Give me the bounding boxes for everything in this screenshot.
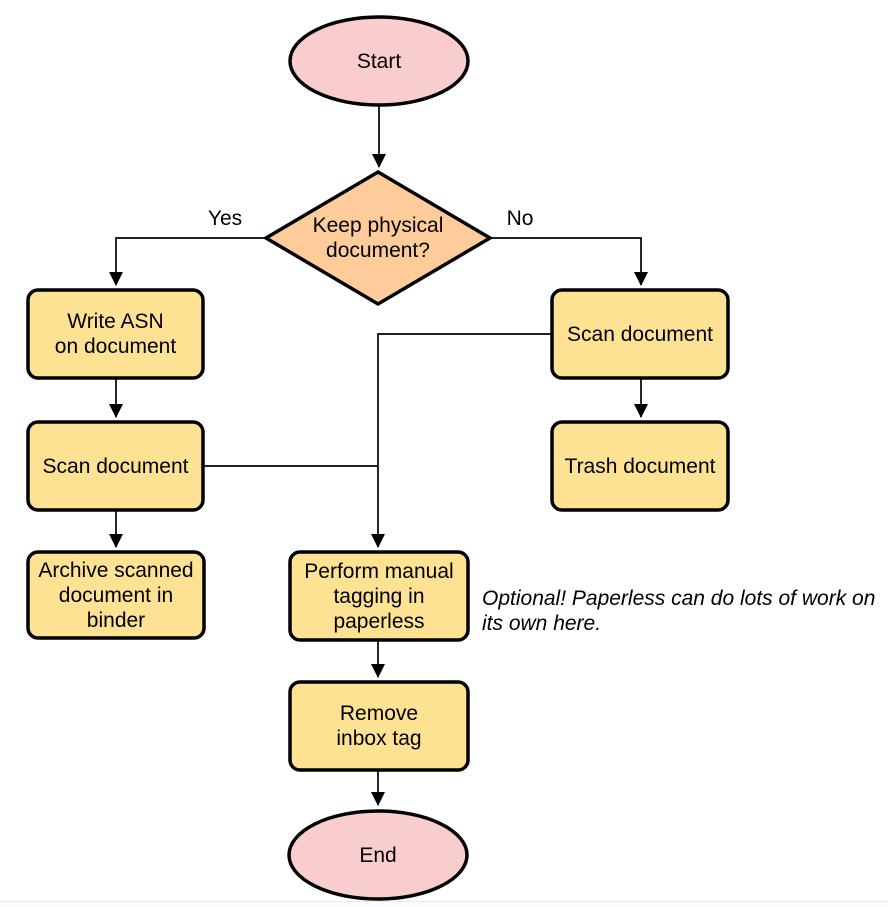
edge-decision-yes-to-write-asn [109, 237, 266, 286]
write-asn-node-shape [26, 288, 205, 380]
end-node-shape [287, 809, 469, 901]
scan-right-node-shape [550, 288, 730, 380]
trash-node-shape [550, 420, 730, 512]
start-node-shape [288, 15, 470, 107]
decision-node-shape [262, 169, 494, 307]
edge-label-yes: Yes [207, 207, 243, 230]
remove-inbox-node-shape [288, 680, 470, 772]
edge-label-no: No [506, 207, 534, 230]
tagging-node-shape [288, 550, 470, 642]
edge-decision-no-to-scan-right [490, 237, 648, 286]
scan-left-node-shape [26, 420, 205, 512]
edge-scan-right-to-tagging [371, 333, 552, 548]
archive-node-shape [26, 550, 206, 640]
page-bottom-divider [0, 901, 888, 907]
connector-group [109, 105, 648, 806]
optional-note: Optional! Paperless can do lots of work … [482, 587, 876, 635]
